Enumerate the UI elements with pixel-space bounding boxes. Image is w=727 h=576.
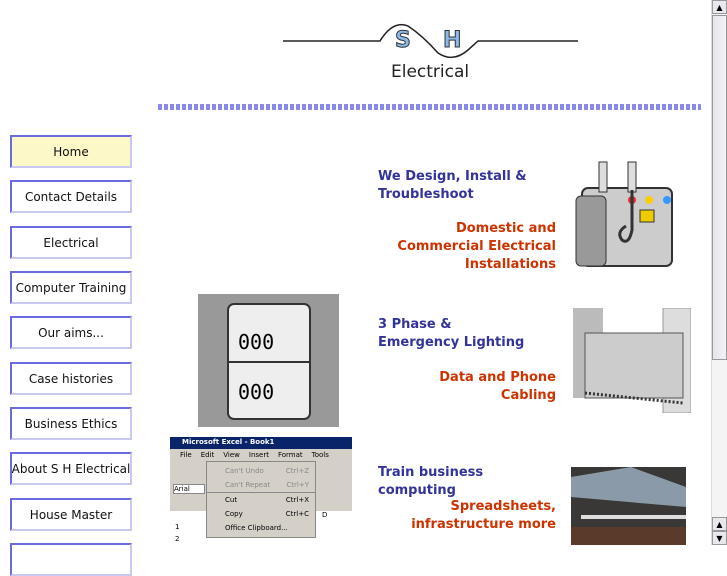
nav-house-master[interactable]: House Master bbox=[10, 498, 132, 531]
menu-format: Format bbox=[277, 451, 303, 459]
digital-display-image: 000 000 bbox=[198, 294, 339, 427]
menu-insert: Insert bbox=[248, 451, 269, 459]
item-clipboard: Office Clipboard... bbox=[225, 524, 288, 532]
excel-titlebar: Microsoft Excel - Book1 bbox=[170, 437, 352, 449]
row-2: 2 bbox=[175, 535, 180, 543]
nav-electrical[interactable]: Electrical bbox=[10, 226, 132, 259]
nav-business-ethics[interactable]: Business Ethics bbox=[10, 407, 132, 440]
nav-about[interactable]: About S H Electrical bbox=[10, 452, 132, 485]
vertical-scrollbar[interactable]: ▲ ▲ ▼ bbox=[711, 0, 727, 545]
scroll-up-button-bottom[interactable]: ▲ bbox=[712, 517, 727, 531]
scroll-down-button[interactable]: ▼ bbox=[712, 531, 727, 545]
nav-our-aims[interactable]: Our aims... bbox=[10, 316, 132, 349]
nav-computer-training[interactable]: Computer Training bbox=[10, 271, 132, 304]
socket-box-image bbox=[575, 161, 673, 267]
scrollbar-thumb[interactable] bbox=[712, 15, 727, 360]
nav-case-histories[interactable]: Case histories bbox=[10, 362, 132, 395]
row-1: 1 bbox=[175, 523, 180, 531]
item-undo: Can't Undo bbox=[225, 467, 264, 475]
logo-subtitle: Electrical bbox=[391, 62, 470, 82]
col-d: D bbox=[322, 511, 328, 519]
logo-s: S bbox=[395, 28, 412, 54]
excel-font-box: Arial bbox=[173, 484, 205, 494]
nav-contact-details[interactable]: Contact Details bbox=[10, 180, 132, 213]
scroll-up-button[interactable]: ▲ bbox=[712, 0, 727, 14]
section-3-heading: Train business computing bbox=[378, 465, 484, 498]
training-room-photo bbox=[571, 467, 686, 545]
excel-menubar: File Edit View Insert Format Tools bbox=[170, 449, 352, 461]
key-undo: Ctrl+Z bbox=[285, 467, 309, 475]
menu-tools: Tools bbox=[311, 451, 329, 459]
menu-file: File bbox=[180, 451, 192, 459]
section-2-heading: 3 Phase & Emergency Lighting bbox=[378, 317, 525, 350]
nav-more[interactable] bbox=[10, 543, 132, 576]
key-repeat: Ctrl+Y bbox=[286, 481, 309, 489]
logo: S H Electrical bbox=[283, 18, 578, 88]
section-1-heading: We Design, Install & Troubleshoot bbox=[378, 169, 527, 202]
nav-home[interactable]: Home bbox=[10, 135, 132, 168]
logo-h: H bbox=[442, 28, 462, 54]
svg-text:000: 000 bbox=[238, 330, 274, 354]
menu-edit: Edit bbox=[200, 451, 215, 459]
item-repeat: Can't Repeat bbox=[225, 481, 271, 489]
excel-screenshot: Microsoft Excel - Book1 File Edit View Inse… bbox=[170, 437, 352, 545]
section-2-sub: Data and Phone Cabling bbox=[439, 370, 556, 403]
key-copy: Ctrl+C bbox=[285, 510, 309, 518]
svg-text:000: 000 bbox=[238, 380, 274, 404]
logo-wave-icon bbox=[283, 23, 578, 59]
section-1-sub: Domestic and Commercial Electrical Insta… bbox=[397, 221, 556, 272]
item-cut: Cut bbox=[225, 496, 238, 504]
cable-trunking-image bbox=[573, 308, 691, 413]
menu-view: View bbox=[223, 451, 240, 459]
item-copy: Copy bbox=[225, 510, 243, 518]
key-cut: Ctrl+X bbox=[285, 496, 309, 504]
dotted-divider bbox=[158, 104, 701, 110]
section-3-sub: Spreadsheets, infrastructure more bbox=[411, 499, 556, 532]
